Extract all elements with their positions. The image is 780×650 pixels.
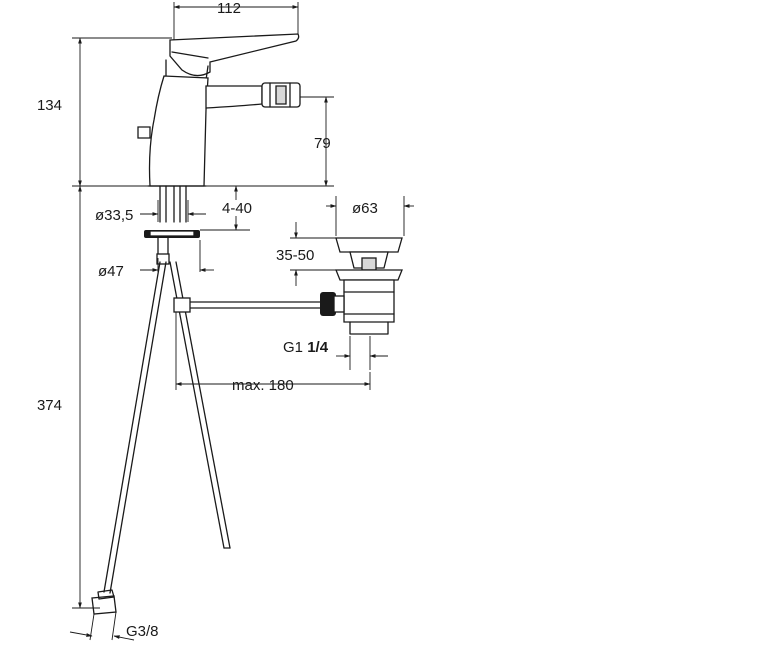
- dim-spout-height: 79: [314, 135, 331, 152]
- dim-height-lower: 374: [37, 397, 62, 414]
- waste-body: [343, 279, 395, 323]
- spout: [205, 85, 263, 109]
- dim-waste-thread-prefix: G1: [283, 339, 307, 356]
- waste-flange: [335, 237, 403, 253]
- dim-flange-diameter: ø47: [98, 263, 124, 280]
- dim-supply-thread: G3/8: [126, 623, 159, 640]
- body-shell: [148, 75, 209, 187]
- dim-thickness-range: 4-40: [222, 200, 252, 217]
- dim-waste-thread-fraction: 1/4: [307, 339, 329, 356]
- dim-plug-range: 35-50: [276, 247, 314, 264]
- dim-height-upper: 134: [37, 97, 62, 114]
- lever-handle: [169, 33, 300, 77]
- mounting-assembly: [144, 185, 200, 265]
- popup-knob: [137, 126, 151, 139]
- hose-connector: [156, 253, 170, 265]
- mixer-body: [137, 33, 301, 187]
- dim-waste-diameter: ø63: [352, 200, 378, 217]
- knurled-nut: [320, 292, 336, 316]
- flex-hoses: [91, 261, 231, 615]
- dim-waste-thread: G1 1/4: [283, 339, 329, 356]
- popup-rod: [173, 297, 333, 313]
- dim-width-top: 112: [217, 0, 241, 17]
- waste-valve: [320, 237, 403, 335]
- rod-clamp: [173, 297, 191, 313]
- dimension-lines: [69, 2, 414, 641]
- dim-hole-diameter: ø33,5: [95, 207, 133, 224]
- dimension-labels: 112 134 79 374 ø33,5 4-40 ø47 ø63 35-50 …: [37, 0, 378, 640]
- dim-max-reach: max. 180: [232, 377, 294, 394]
